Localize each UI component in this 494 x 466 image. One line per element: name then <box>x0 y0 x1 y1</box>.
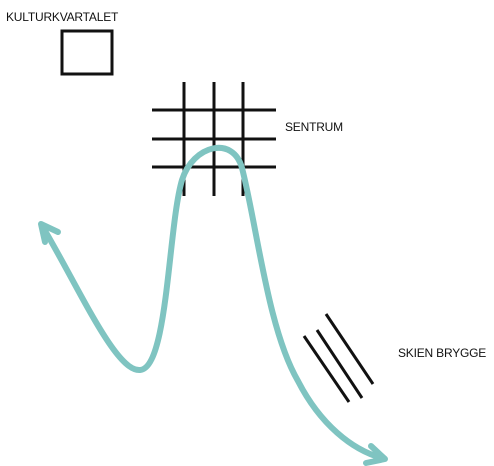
brygge-line-3 <box>302 335 351 403</box>
kulturkvartalet-square <box>60 29 114 76</box>
sentrum-label: SENTRUM <box>285 120 343 134</box>
kulturkvartalet-label: KULTURKVARTALET <box>6 10 119 24</box>
brygge-line-2 <box>315 329 364 399</box>
skien-brygge-label: SKIEN BRYGGE <box>398 346 487 360</box>
arrowhead-right-icon <box>363 443 388 466</box>
route-curve <box>41 144 385 461</box>
sentrum-grid <box>152 82 276 196</box>
brygge-line-1 <box>324 313 375 385</box>
skien-brygge-lines <box>302 313 375 403</box>
arrowhead-left-icon <box>38 221 61 245</box>
